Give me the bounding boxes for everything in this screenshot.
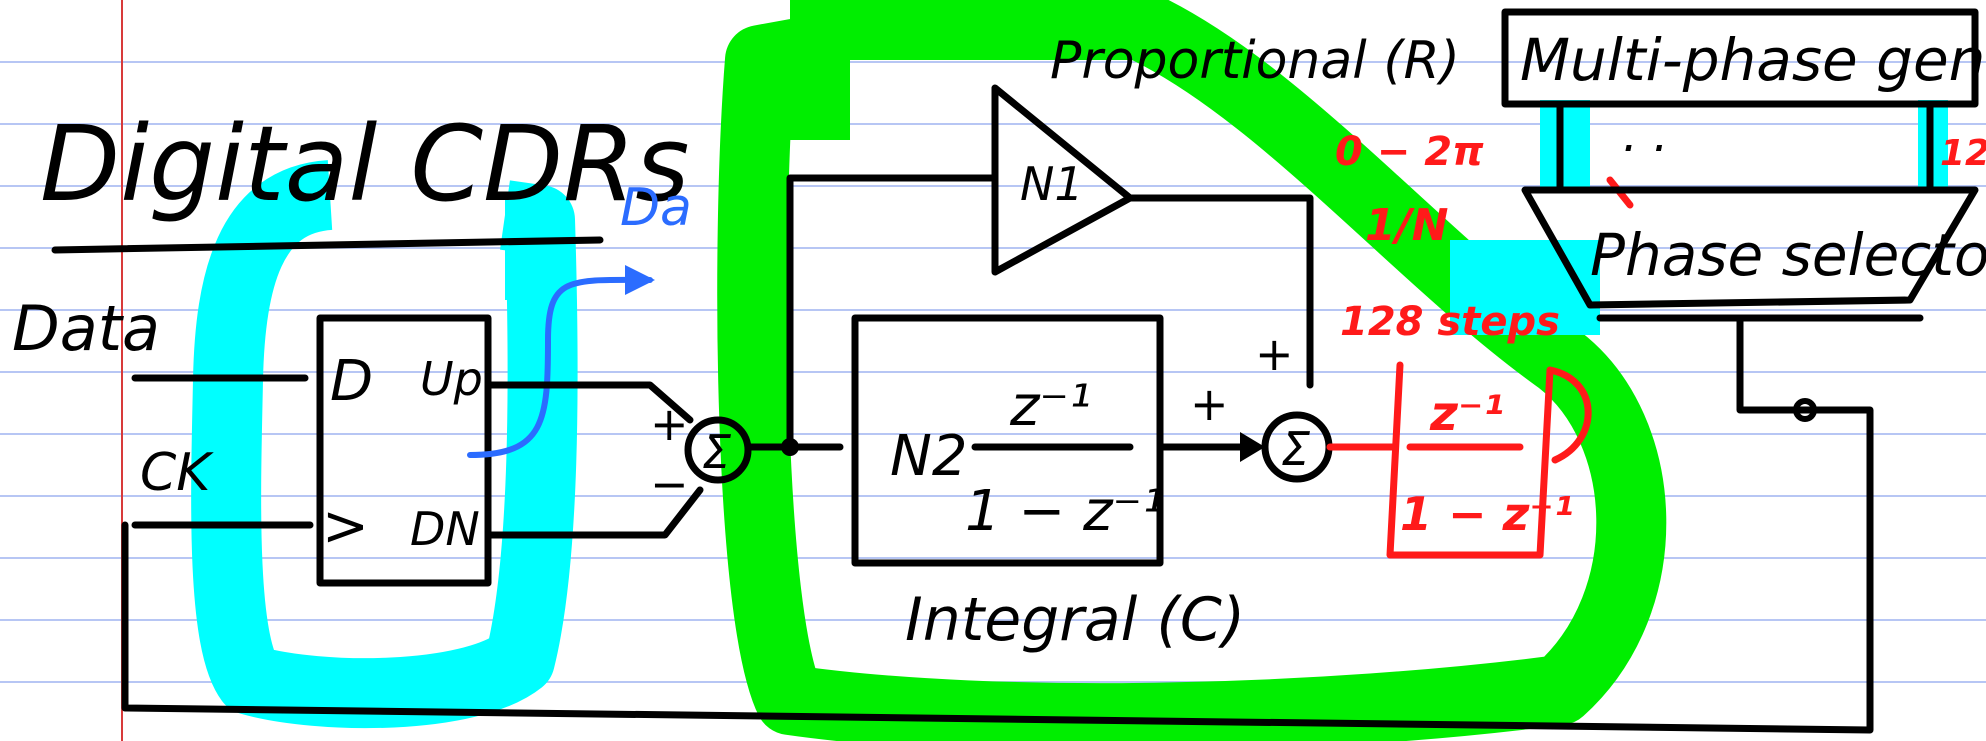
- red-accumulator-denominator: 1 − z⁻¹: [1400, 487, 1574, 541]
- multi-phase-box: [1501, 8, 1979, 108]
- cyan-highlight-phase-detector: [191, 160, 578, 729]
- red-note-levels: 128 steps: [1340, 299, 1560, 345]
- up-output-label: Up: [420, 352, 483, 406]
- left-summer-symbol: Σ: [702, 425, 731, 479]
- page-title: Digital CDRs: [40, 103, 690, 225]
- proportional-gain-triangle: [991, 84, 1134, 276]
- right-summer-plus-left: +: [1190, 377, 1229, 431]
- left-summer-minus: −: [650, 457, 689, 511]
- integral-denominator: 1 − z⁻¹: [965, 479, 1165, 544]
- integral-numerator: z⁻¹: [1009, 374, 1091, 439]
- cyan-highlight-selector: [1450, 240, 1600, 335]
- integral-box: [851, 314, 1164, 567]
- red-accumulator-box: [1386, 361, 1592, 559]
- proportional-feed-wire: [786, 174, 999, 451]
- title-underline: [51, 236, 604, 254]
- left-summer-plus: +: [650, 397, 689, 451]
- cyan-highlight-left-tap: [1540, 100, 1590, 190]
- right-summer-symbol: Σ: [1281, 422, 1310, 476]
- green-highlight-loop-filter: [717, 0, 1667, 741]
- multi-phase-label: Multi-phase gen: [1520, 26, 1985, 94]
- clock-input-label: CK: [140, 443, 214, 503]
- selector-down-wire: [1736, 314, 1874, 664]
- phase-selector-label: Phase selector: [1590, 221, 1986, 289]
- red-accumulator-numerator: z⁻¹: [1429, 386, 1504, 442]
- red-note-side: 128: [1940, 133, 1986, 174]
- proportional-gain-label: N1: [1020, 157, 1084, 211]
- integral-label: Integral (C): [905, 585, 1245, 655]
- integral-gain: N2: [890, 424, 968, 489]
- da-annotation: Da: [620, 178, 692, 238]
- phase-selector-shape: [1521, 186, 1979, 309]
- cyan-highlight-tab: [505, 200, 560, 300]
- red-note-range: 0 − 2π: [1335, 129, 1484, 175]
- integral-arrowhead-icon: [1240, 432, 1265, 462]
- up-wire: [484, 381, 694, 424]
- dn-output-label: DN: [410, 502, 480, 556]
- phase-detector-box: [316, 314, 492, 587]
- dn-wire: [484, 486, 704, 539]
- multi-phase-dots: · ·: [1620, 121, 1666, 177]
- selector-node: [1793, 398, 1817, 422]
- da-arrowhead-icon: [625, 265, 655, 295]
- right-summer-plus-top: +: [1255, 327, 1294, 381]
- proportional-out-wire: [1126, 194, 1314, 389]
- data-input-label: Data: [12, 292, 160, 365]
- proportional-label: Proportional (R): [1050, 31, 1460, 91]
- d-port-label: D: [330, 349, 373, 414]
- da-arrow: [467, 276, 653, 458]
- feedback-wire: [121, 521, 1874, 734]
- clk-port-symbol: >: [322, 494, 369, 559]
- red-note-fraction: 1/N: [1365, 200, 1449, 251]
